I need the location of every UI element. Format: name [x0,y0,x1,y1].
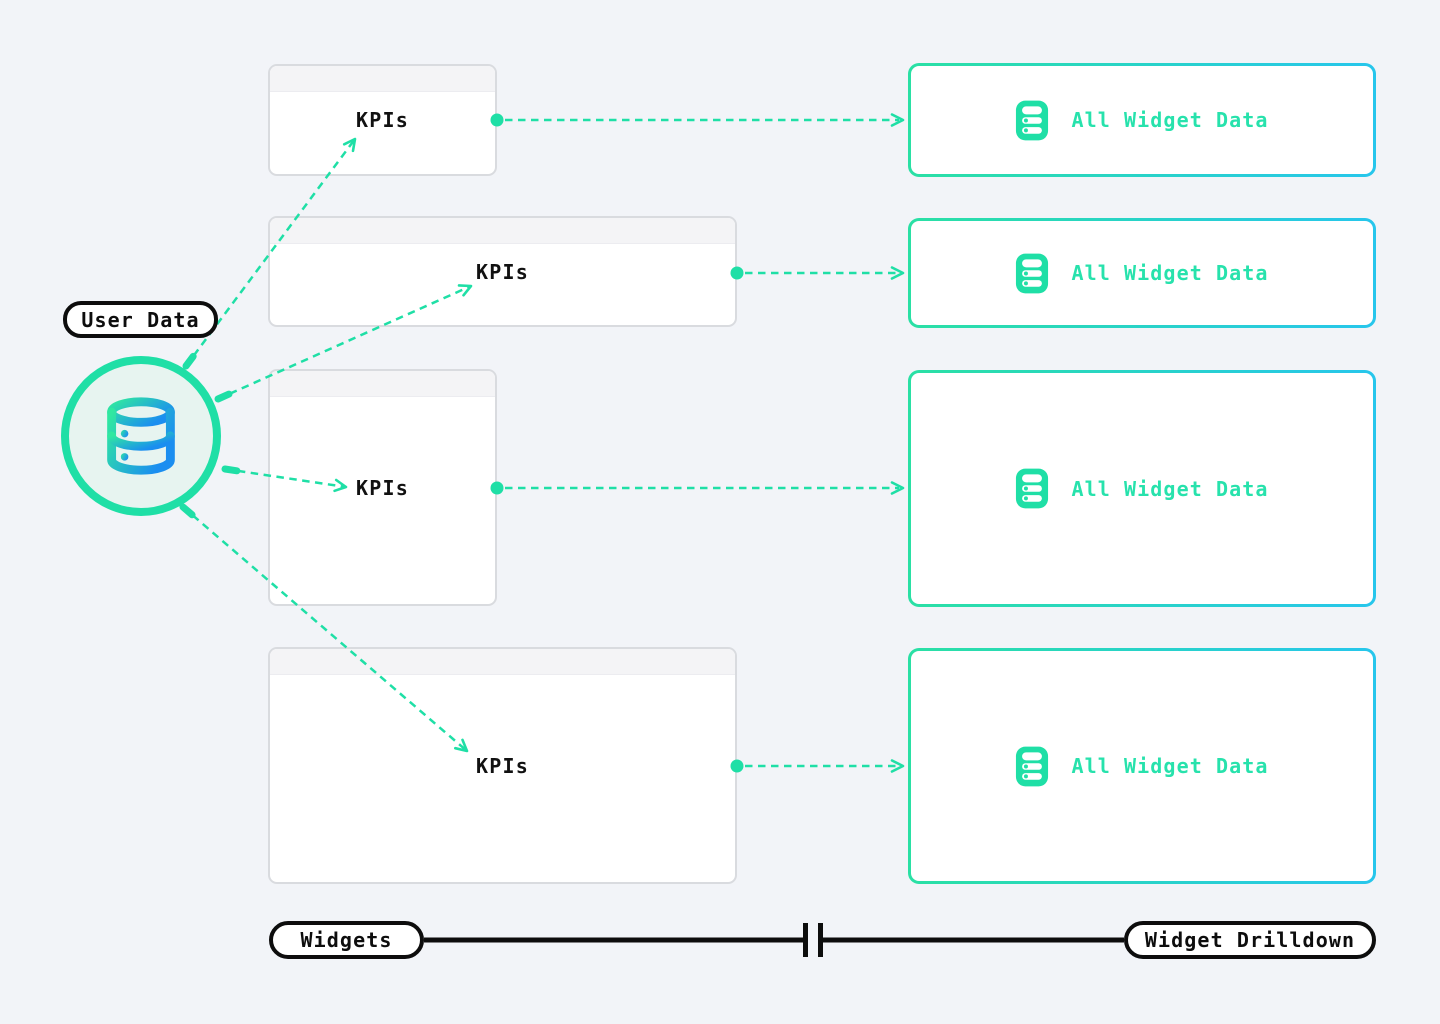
drilldown-label-1: All Widget Data [1071,108,1269,132]
database-icon [107,397,175,475]
drilldown-box-3: All Widget Data [908,370,1376,607]
user-database-node [61,356,221,516]
user-data-label: User Data [63,301,218,338]
database-stack-icon [1016,746,1049,786]
drilldown-label-2: All Widget Data [1071,261,1269,285]
database-stack-icon [1016,468,1049,509]
kpi-label-3: KPIs [356,475,409,500]
widget-box-1: KPIs [268,64,497,176]
widget-box-2: KPIs [268,216,737,327]
database-stack-icon [1016,100,1049,140]
widget-box-3-header [270,371,495,397]
kpi-label-2: KPIs [476,259,529,284]
legend-widgets-label: Widgets [269,921,424,959]
user-data-label-text: User Data [81,307,200,332]
legend-widgets-text: Widgets [300,928,393,952]
widget-box-2-header [270,218,735,244]
kpi-label-4: KPIs [476,753,529,778]
drilldown-label-4: All Widget Data [1071,754,1269,778]
drilldown-box-4: All Widget Data [908,648,1376,884]
database-stack-icon [1016,253,1049,293]
legend-widget-drilldown-label: Widget Drilldown [1124,921,1376,959]
legend-widget-drilldown-text: Widget Drilldown [1144,928,1356,952]
widget-box-4-header [270,649,735,675]
legend-line-break [803,923,823,957]
widget-box-3: KPIs [268,369,497,606]
drilldown-label-3: All Widget Data [1071,476,1269,501]
legend-line [424,923,1124,957]
widget-box-4: KPIs [268,647,737,884]
widget-box-1-header [270,66,495,92]
kpi-label-1: KPIs [356,108,409,132]
drilldown-box-1: All Widget Data [908,63,1376,177]
drilldown-box-2: All Widget Data [908,218,1376,328]
